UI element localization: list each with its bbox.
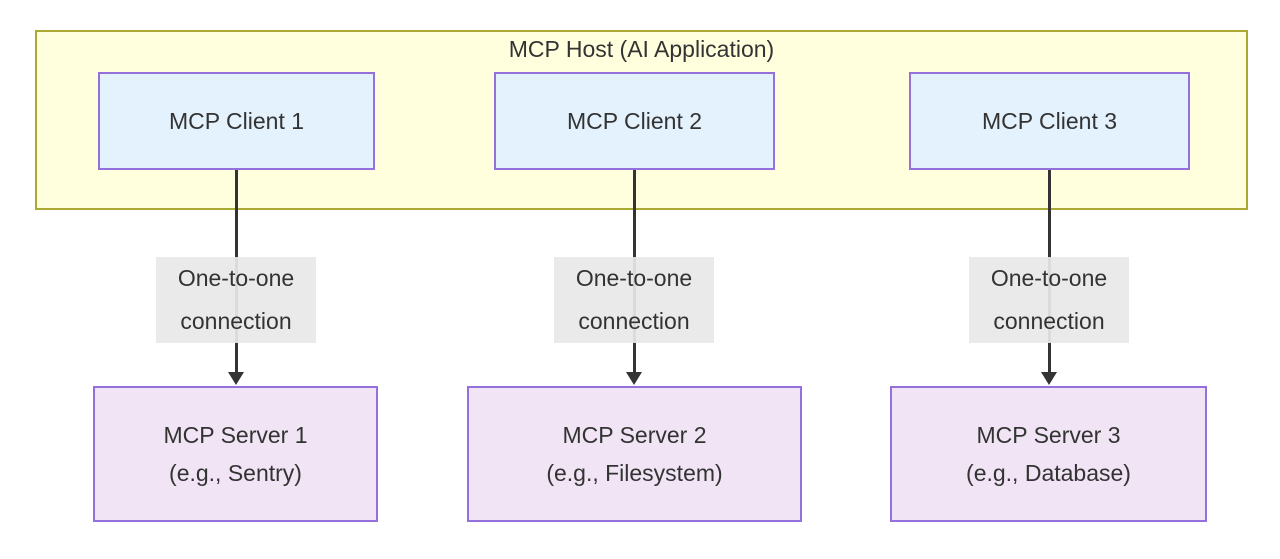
mcp-server-3-name: MCP Server 3 [976,422,1121,448]
mcp-client-2-node: MCP Client 2 [494,72,775,170]
mcp-host-title: MCP Host (AI Application) [508,36,775,62]
mcp-client-2-label: MCP Client 2 [566,107,703,134]
mcp-client-3-node: MCP Client 3 [909,72,1190,170]
connection-label-3: One-to-one connection [969,257,1129,343]
mcp-server-3-example: (e.g., Database) [966,460,1131,486]
connection-label-3-line1: One-to-one [990,265,1108,291]
connection-label-2-line1: One-to-one [575,265,693,291]
arrowhead-icon [1041,372,1057,385]
connection-label-1-line2: connection [180,308,292,334]
connection-label-2: One-to-one connection [554,257,714,343]
arrowhead-icon [228,372,244,385]
mcp-server-1-name: MCP Server 1 [163,422,308,448]
connection-label-3-line2: connection [993,308,1105,334]
mcp-server-2-name: MCP Server 2 [562,422,707,448]
mcp-server-2-example: (e.g., Filesystem) [546,460,723,486]
mcp-server-1-example: (e.g., Sentry) [169,460,302,486]
connection-label-1: One-to-one connection [156,257,316,343]
mcp-client-3-label: MCP Client 3 [981,107,1118,134]
mcp-client-1-label: MCP Client 1 [168,107,305,134]
mcp-server-1-node: MCP Server 1 (e.g., Sentry) [93,386,378,522]
mcp-server-3-node: MCP Server 3 (e.g., Database) [890,386,1207,522]
mcp-server-2-node: MCP Server 2 (e.g., Filesystem) [467,386,802,522]
connection-label-2-line2: connection [578,308,690,334]
arrowhead-icon [626,372,642,385]
connection-label-1-line1: One-to-one [177,265,295,291]
mcp-client-1-node: MCP Client 1 [98,72,375,170]
